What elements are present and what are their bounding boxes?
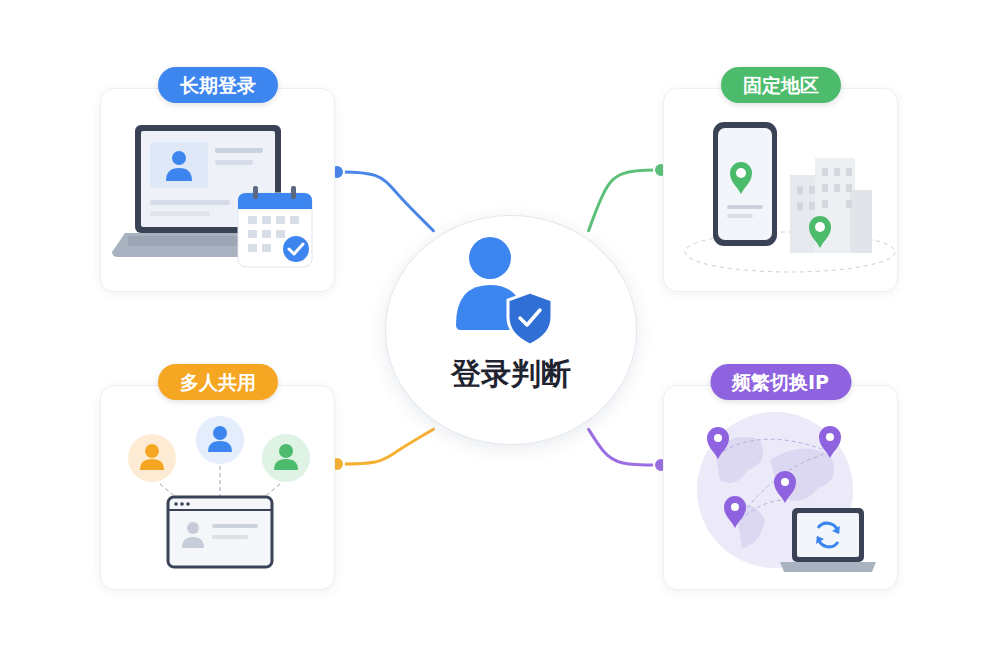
- connector-line: [335, 429, 433, 464]
- category-card: 频繁切换IP: [663, 385, 898, 590]
- globe-ip-illustration: [697, 412, 876, 572]
- category-pill: 频繁切换IP: [710, 364, 851, 400]
- category-card: 长期登录: [100, 88, 335, 292]
- category-pill: 多人共用: [158, 364, 278, 400]
- hub-title: 登录判断: [386, 354, 636, 395]
- category-card: 多人共用: [100, 385, 335, 590]
- connector-line: [589, 429, 663, 465]
- user-shield-icon: [456, 237, 552, 345]
- shared-users-illustration: [128, 416, 310, 567]
- connector-line: [589, 170, 663, 231]
- laptop-calendar-illustration: [112, 125, 312, 267]
- category-pill: 固定地区: [721, 67, 841, 103]
- connector-line: [335, 172, 433, 231]
- phone-location-illustration: [685, 122, 895, 272]
- connector: [589, 429, 668, 472]
- category-card: 固定地区: [663, 88, 898, 292]
- connector: [589, 163, 668, 231]
- connector: [330, 165, 433, 231]
- hub-circle: 登录判断: [385, 215, 637, 445]
- category-pill: 长期登录: [158, 67, 278, 103]
- connector: [330, 429, 433, 471]
